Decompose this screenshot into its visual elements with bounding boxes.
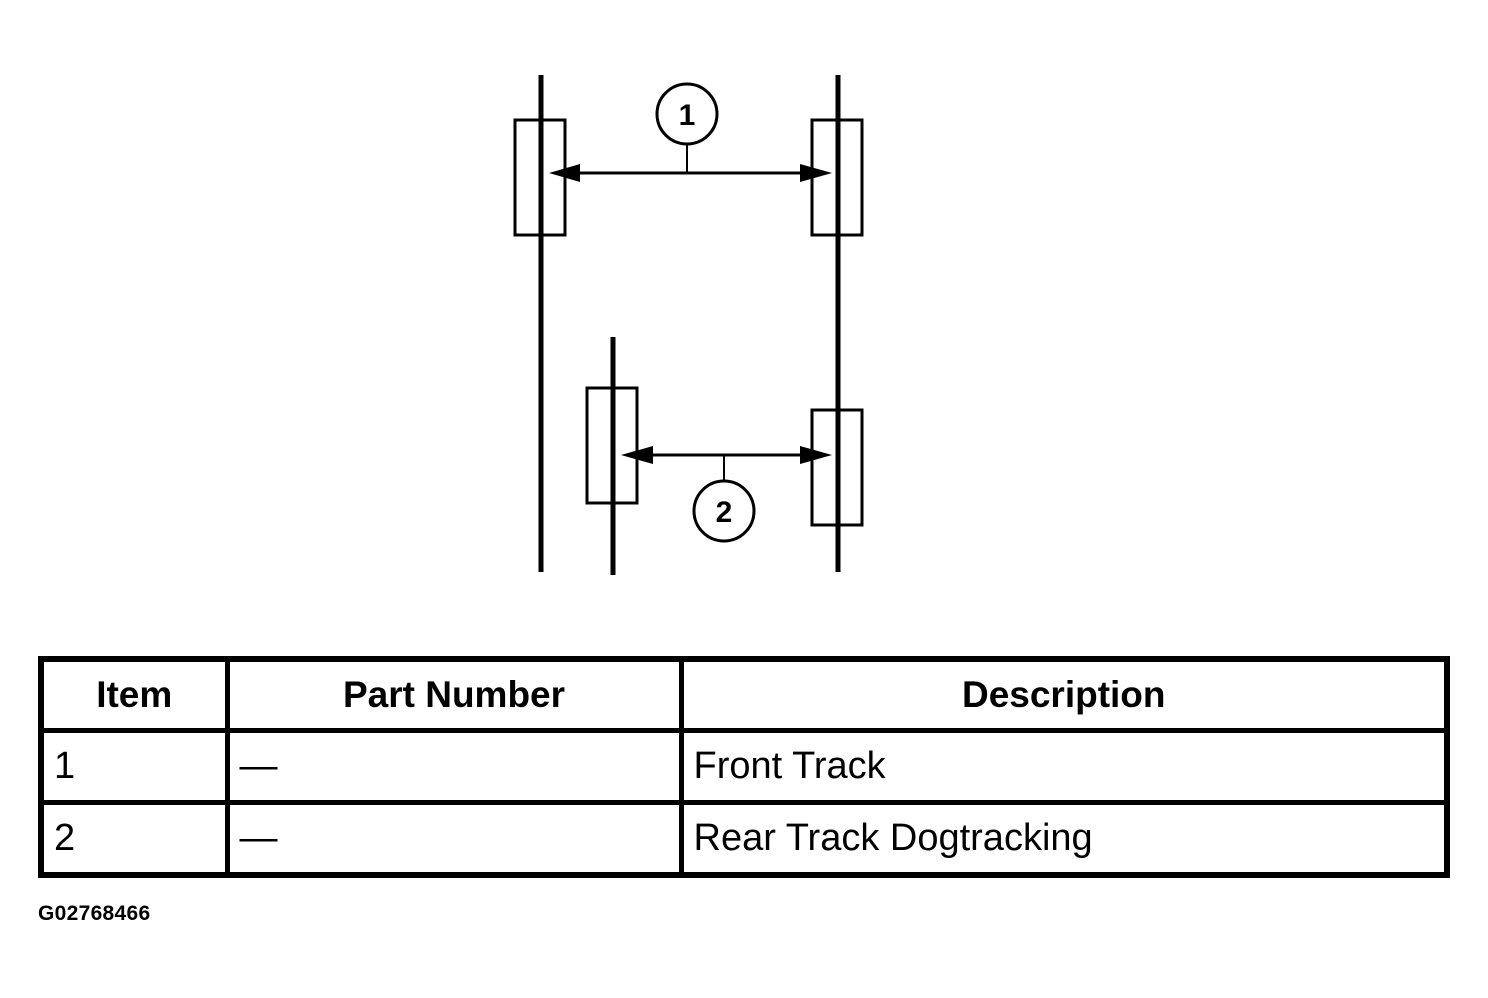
table-row: 1 — Front Track bbox=[38, 728, 1450, 805]
callout-2-circle bbox=[692, 479, 756, 543]
table-row: 2 — Rear Track Dogtracking bbox=[38, 800, 1450, 878]
rear-left-arrowhead bbox=[621, 446, 653, 464]
rear-right-arrowhead bbox=[800, 446, 832, 464]
cell-description: Rear Track Dogtracking bbox=[678, 800, 1450, 878]
track-diagram: 1 2 bbox=[513, 75, 864, 575]
front-right-arrowhead bbox=[800, 164, 832, 182]
parts-table: Item Part Number Description 1 — Front T… bbox=[38, 656, 1450, 878]
callout-1-label: 1 bbox=[679, 99, 696, 132]
callout-2-label: 2 bbox=[716, 496, 733, 529]
front-left-arrowhead bbox=[549, 164, 580, 182]
table-header-row: Item Part Number Description bbox=[38, 656, 1450, 733]
figure-code: G02768466 bbox=[38, 902, 151, 925]
cell-part-number: — bbox=[224, 800, 684, 878]
header-description: Description bbox=[678, 656, 1450, 733]
cell-item: 1 bbox=[38, 728, 230, 805]
cell-item: 2 bbox=[38, 800, 230, 878]
right-rear-tire bbox=[810, 408, 864, 527]
left-rear-tire bbox=[585, 386, 639, 505]
cell-part-number: — bbox=[224, 728, 684, 805]
callout-1-circle bbox=[655, 82, 719, 146]
header-item: Item bbox=[38, 656, 230, 733]
cell-description: Front Track bbox=[678, 728, 1450, 805]
header-part-number: Part Number bbox=[224, 656, 684, 733]
